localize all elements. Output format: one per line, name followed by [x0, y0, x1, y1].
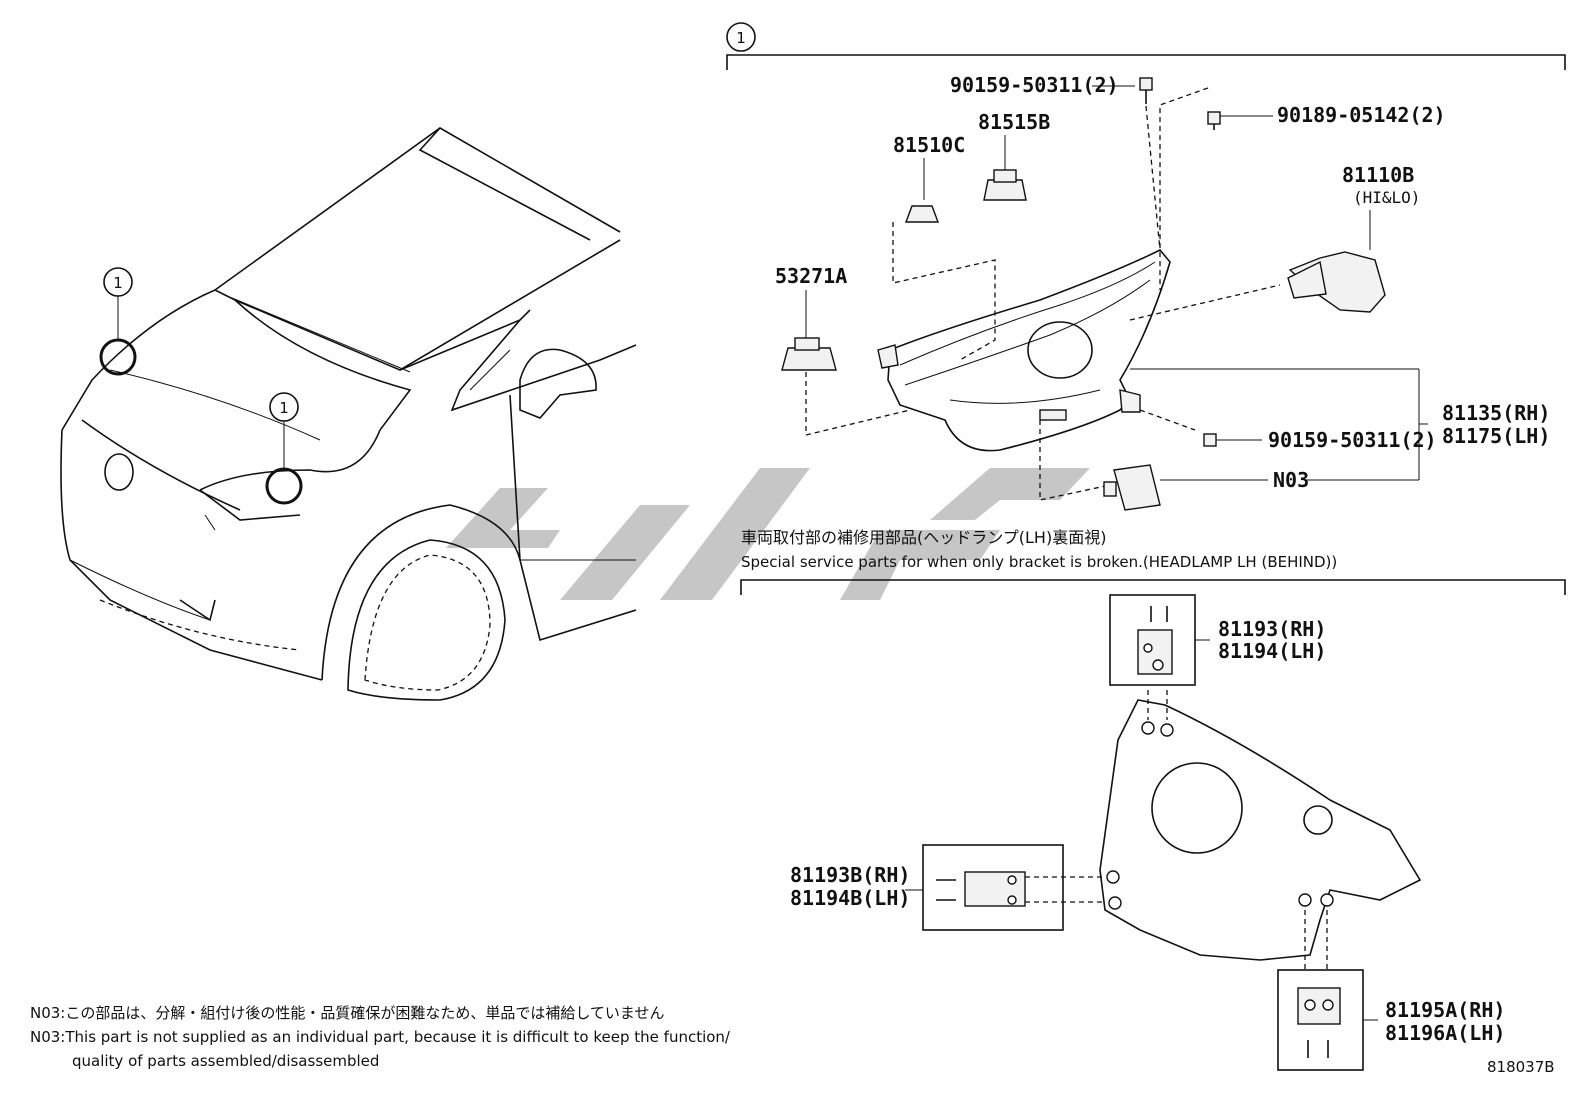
bracket-53271a: 53271A	[775, 264, 911, 436]
svg-text:81194(LH): 81194(LH)	[1218, 639, 1326, 663]
svg-text:90159-50311(2): 90159-50311(2)	[1268, 428, 1437, 452]
svg-text:1: 1	[113, 274, 123, 292]
svg-text:quality of parts assembled/dis: quality of parts assembled/disassembled	[72, 1052, 379, 1070]
svg-text:81193B(RH): 81193B(RH)	[790, 863, 910, 887]
svg-text:81194B(LH): 81194B(LH)	[790, 886, 910, 910]
bracket-kit-c: 81195A(RH) 81196A(LH)	[1277, 910, 1505, 1071]
vehicle-drawing	[60, 127, 637, 701]
svg-text:車両取付部の補修用部品(ヘッドランプ(LH)裏面視): 車両取付部の補修用部品(ヘッドランプ(LH)裏面視)	[741, 528, 1106, 547]
svg-text:81196A(LH): 81196A(LH)	[1385, 1021, 1505, 1045]
socket-81515b: 81515B	[978, 110, 1050, 201]
svg-text:81515B: 81515B	[978, 110, 1050, 134]
bracket-kit-b: 81193B(RH) 81194B(LH)	[790, 844, 1105, 931]
svg-text:N03:This part is not supplied: N03:This part is not supplied as an indi…	[30, 1028, 731, 1046]
svg-text:N03:この部品は、分解・組付け後の性能・品質確保が困難なた: N03:この部品は、分解・組付け後の性能・品質確保が困難なため、単品では補給して…	[30, 1004, 664, 1022]
bolt-bottom: 90159-50311(2)	[1203, 428, 1437, 452]
headlamp-callout-right: 1	[265, 392, 303, 505]
bolt-top: 90159-50311(2)	[950, 73, 1161, 251]
svg-text:81135(RH): 81135(RH)	[1442, 401, 1550, 425]
footnote: N03:この部品は、分解・組付け後の性能・品質確保が困難なため、単品では補給して…	[30, 1004, 731, 1070]
clip-top: 90189-05142(2)	[1159, 87, 1446, 290]
bulb-81510c: 81510C	[892, 133, 996, 361]
svg-text:(HI&LO): (HI&LO)	[1353, 188, 1420, 207]
svg-text:1: 1	[736, 29, 746, 47]
section-note: 車両取付部の補修用部品(ヘッドランプ(LH)裏面視) Special servi…	[740, 528, 1566, 595]
headlamp-assembly	[877, 249, 1419, 501]
svg-text:N03: N03	[1273, 468, 1309, 492]
svg-text:81193(RH): 81193(RH)	[1218, 617, 1326, 641]
bulb-81110b: 81110B (HI&LO)	[1287, 163, 1420, 313]
svg-text:90159-50311(2): 90159-50311(2)	[950, 73, 1119, 97]
headlamp-callout-left: 1	[99, 267, 137, 376]
svg-text:1: 1	[279, 399, 289, 417]
svg-text:Special service parts for when: Special service parts for when only brac…	[741, 553, 1337, 571]
bracket-kit-a: 81193(RH) 81194(LH)	[1109, 594, 1326, 720]
actuator-n03: N03	[1103, 464, 1309, 511]
svg-text:81175(LH): 81175(LH)	[1442, 424, 1550, 448]
svg-text:53271A: 53271A	[775, 264, 847, 288]
svg-text:81510C: 81510C	[893, 133, 965, 157]
watermark-logo	[446, 468, 1090, 600]
svg-text:81110B: 81110B	[1342, 163, 1414, 187]
headlamp-rear-housing	[1099, 699, 1422, 961]
svg-text:90189-05142(2): 90189-05142(2)	[1277, 103, 1446, 127]
assembly-header: 1	[726, 22, 1566, 70]
lamp-part-numbers: 81135(RH) 81175(LH)	[1305, 369, 1550, 481]
diagram-id: 818037B	[1487, 1058, 1555, 1076]
svg-text:81195A(RH): 81195A(RH)	[1385, 998, 1505, 1022]
